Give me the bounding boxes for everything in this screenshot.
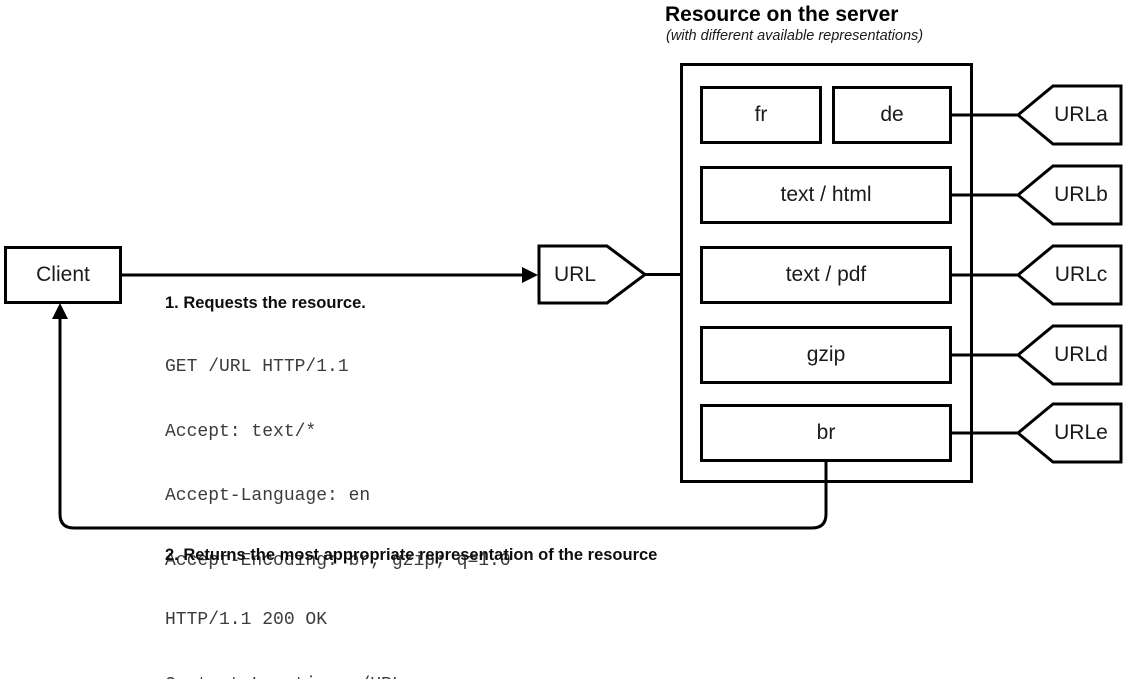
url-tag-shape-urle: [1015, 402, 1123, 464]
response-line: HTTP/1.1 200 OK: [165, 610, 328, 630]
response-line: Content-Location: /URLe: [165, 675, 413, 679]
request-step-heading: 1. Requests the resource.: [165, 294, 366, 312]
request-line: GET /URL HTTP/1.1: [165, 357, 349, 377]
request-line: Accept-Encoding: br, gzip; q=1.0: [165, 550, 511, 571]
request-code-block: GET /URL HTTP/1.1 Accept: text/* Accept-…: [165, 314, 511, 615]
response-return-line: [58, 316, 828, 530]
request-line: Accept-Language: en: [165, 486, 371, 506]
server-title: Resource on the server: [665, 3, 899, 26]
url-node-label: URL: [553, 263, 596, 286]
representation-label: gzip: [806, 343, 846, 366]
representation-box-html: text / html: [700, 166, 952, 224]
representation-box-de: de: [832, 86, 952, 144]
url-tag-shape-urld: [1015, 324, 1123, 386]
representation-box-fr: fr: [700, 86, 822, 144]
representation-box-pdf: text / pdf: [700, 246, 952, 304]
url-tag-shape-urlc: [1015, 244, 1123, 306]
url-tag-label-urlb: URLb: [1054, 183, 1108, 206]
representation-box-gzip: gzip: [700, 326, 952, 384]
request-line: Accept: text/*: [165, 421, 317, 442]
client-box: Client: [4, 246, 122, 304]
url-pentagon-shape: [537, 244, 648, 305]
representation-label: br: [816, 421, 836, 444]
server-subtitle: (with different available representation…: [666, 28, 924, 44]
url-tag-shape-urlb: [1015, 164, 1123, 226]
representation-label: text / pdf: [785, 263, 867, 286]
representation-label: fr: [754, 103, 768, 126]
client-label: Client: [36, 263, 90, 286]
url-tag-label-urlc: URLc: [1054, 263, 1108, 286]
response-code-block: HTTP/1.1 200 OK Content-Location: /URLe …: [165, 567, 413, 679]
response-arrowhead-icon: [52, 303, 68, 319]
url-tag-label-urla: URLa: [1054, 103, 1108, 126]
url-tag-shape-urla: [1015, 84, 1123, 146]
response-step-heading: 2. Returns the most appropriate represen…: [165, 546, 658, 564]
representation-label: de: [880, 103, 904, 126]
url-tag-label-urle: URLe: [1054, 421, 1108, 444]
request-arrowhead-icon: [522, 267, 538, 283]
representation-label: text / html: [780, 183, 872, 206]
url-tag-label-urld: URLd: [1054, 343, 1108, 366]
representation-box-br: br: [700, 404, 952, 462]
